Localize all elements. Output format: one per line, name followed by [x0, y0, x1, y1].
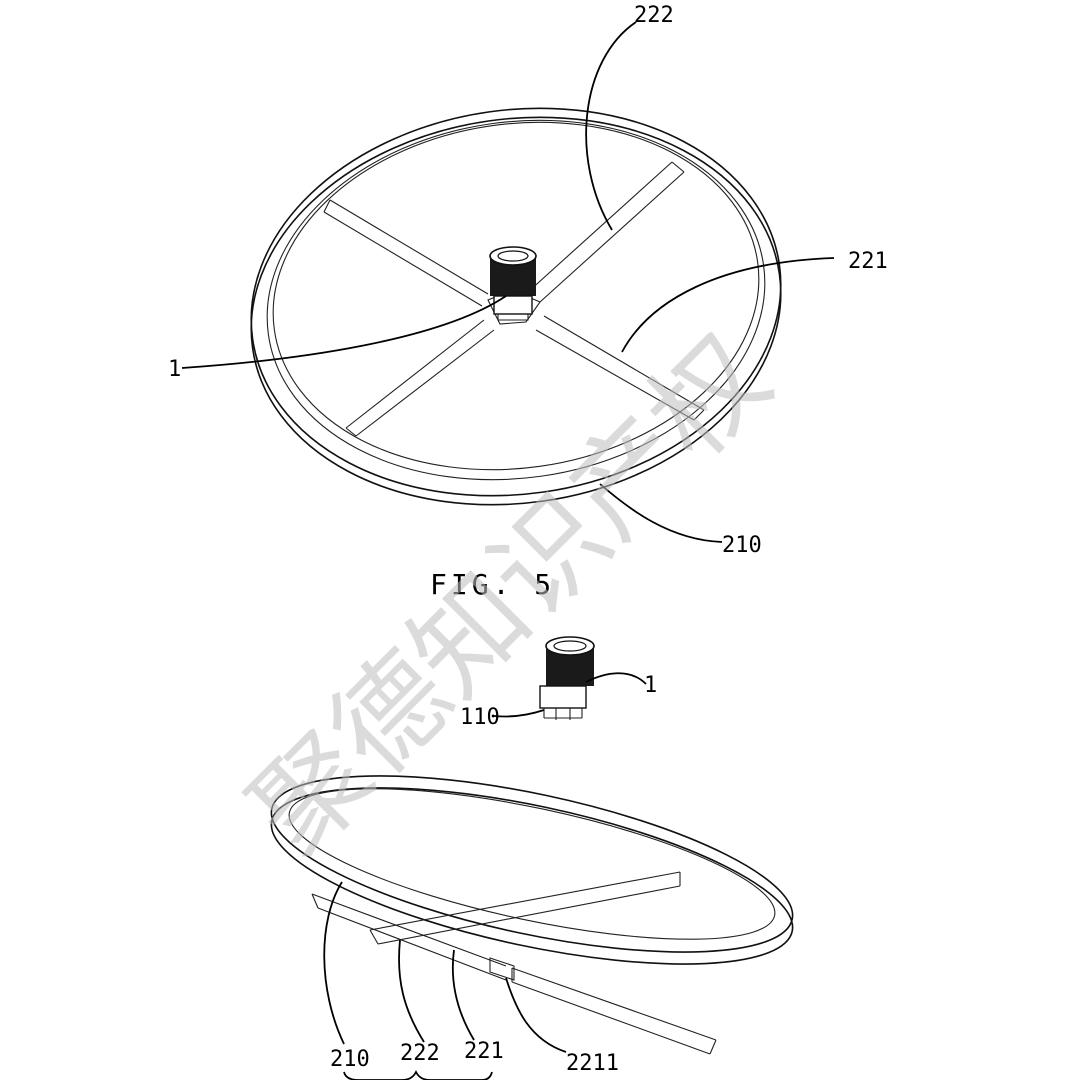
assembled-wheel-view: 222 221 1 210 — [168, 3, 888, 558]
label-210-bottom: 210 — [330, 1047, 370, 1072]
leader-2211-bottom — [505, 977, 567, 1053]
label-222-bottom: 222 — [400, 1041, 440, 1066]
label-221-top: 221 — [848, 249, 888, 274]
exploded-view: 1 110 210 222 221 2211 — [270, 636, 794, 1080]
leader-1-bottom — [585, 672, 647, 685]
leader-222-top — [585, 21, 637, 231]
label-1-bottom: 1 — [644, 673, 657, 698]
label-221-bottom: 221 — [464, 1039, 504, 1064]
leader-1-top — [181, 295, 507, 369]
label-110-bottom: 110 — [460, 705, 500, 730]
label-1-top: 1 — [168, 357, 181, 382]
label-222-top: 222 — [634, 3, 674, 28]
outer-rim-exploded-edge — [270, 787, 794, 965]
inner-rim-edge — [272, 121, 760, 471]
watermark: 聚德知识产权 — [227, 312, 794, 879]
leader-110-bottom — [493, 709, 545, 718]
connector-1-assembled — [489, 246, 537, 321]
outer-rim-exploded — [270, 775, 794, 953]
inner-rim-exploded — [288, 788, 776, 940]
leader-210-top — [599, 483, 723, 543]
leader-221-top — [621, 257, 835, 353]
connector-1-exploded — [539, 636, 595, 720]
leader-210-bottom — [323, 881, 345, 1045]
leader-221-bottom — [451, 949, 475, 1041]
spoke-bars-exploded — [311, 871, 717, 1055]
outer-rim-bottom-edge — [250, 116, 782, 506]
label-210-top: 210 — [722, 533, 762, 558]
grouping-brace — [343, 1069, 493, 1080]
leader-222-bottom — [398, 939, 425, 1043]
label-2211-bottom: 2211 — [566, 1051, 619, 1076]
outer-rim-top — [250, 107, 782, 497]
figure-caption: FIG. 5 — [430, 568, 555, 601]
